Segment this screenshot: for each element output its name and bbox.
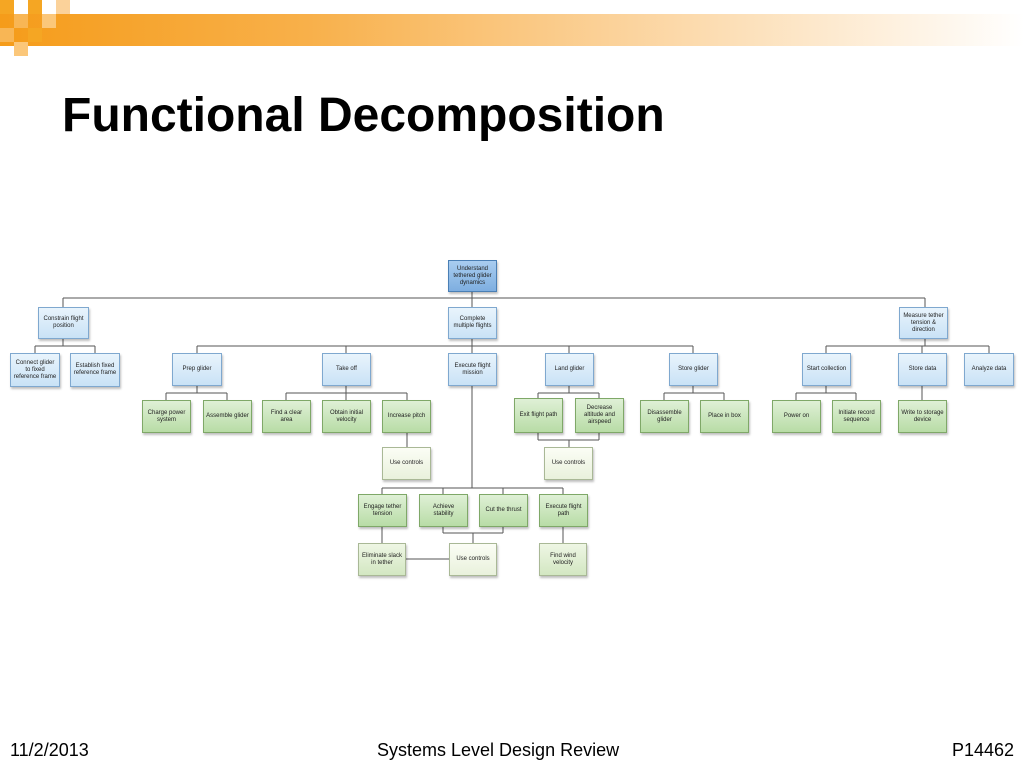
logo-square (28, 0, 42, 14)
logo-square (28, 28, 42, 42)
node-engage: Engage tether tension (358, 494, 407, 527)
node-complete: Complete multiple flights (448, 307, 497, 339)
node-constrain: Constrain flight position (38, 307, 89, 339)
connector-lines (34, 292, 990, 560)
footer-title: Systems Level Design Review (377, 740, 620, 760)
node-eliminate: Eliminate slack in tether (358, 543, 406, 576)
node-initiate: Initiate record sequence (832, 400, 881, 433)
node-label: Execute flight path (545, 503, 582, 517)
node-achieve: Achieve stability (419, 494, 468, 527)
node-label: Understand tethered glider dynamics (453, 265, 492, 286)
node-usectl2: Use controls (544, 447, 593, 480)
node-label: Start collection (806, 366, 847, 372)
node-writestorage: Write to storage device (898, 400, 947, 433)
logo-square (42, 14, 56, 28)
node-label: Find wind velocity (550, 552, 576, 566)
node-establish: Establish fixed reference frame (70, 353, 120, 387)
node-disassemble: Disassemble glider (640, 400, 689, 433)
node-label: Use controls (389, 460, 424, 466)
node-label: Prep glider (182, 366, 212, 372)
node-label: Store data (908, 366, 937, 372)
node-obtain: Obtain initial velocity (322, 400, 371, 433)
node-label: Measure tether tension & direction (903, 312, 944, 333)
node-label: Eliminate slack in tether (361, 552, 402, 566)
node-label: Decrease altitude and airspeed (583, 405, 616, 425)
node-assemble: Assemble glider (203, 400, 252, 433)
node-label: Write to storage device (901, 409, 944, 423)
node-findwind: Find wind velocity (539, 543, 587, 576)
logo-square (0, 28, 14, 42)
node-root: Understand tethered glider dynamics (448, 260, 497, 292)
footer-date: 11/2/2013 (10, 740, 89, 760)
node-label: Exit flight path (519, 412, 558, 418)
node-analyze: Analyze data (964, 353, 1014, 386)
node-decrease: Decrease altitude and airspeed (575, 398, 624, 433)
logo-square (14, 14, 28, 28)
node-label: Assemble glider (206, 413, 249, 419)
node-label: Initiate record sequence (838, 409, 875, 423)
node-label: Power on (783, 413, 810, 419)
node-label: Achieve stability (432, 503, 455, 517)
node-storedata: Store data (898, 353, 947, 386)
node-execpath: Execute flight path (539, 494, 588, 527)
logo-square (56, 0, 70, 14)
node-label: Obtain initial velocity (329, 409, 364, 423)
node-execute: Execute flight mission (448, 353, 497, 386)
node-exitpath: Exit flight path (514, 398, 563, 433)
node-label: Land glider (554, 366, 585, 372)
node-label: Establish fixed reference frame (73, 363, 117, 376)
header-band (0, 14, 1024, 46)
node-label: Place in box (708, 413, 741, 419)
footer-project-code: P14462 (951, 740, 1014, 760)
node-charge: Charge power system (142, 400, 191, 433)
logo-square (0, 0, 14, 14)
node-connect: Connect glider to fixed reference frame (10, 353, 60, 387)
node-label: Analyze data (971, 366, 1007, 372)
node-placebox: Place in box (700, 400, 749, 433)
node-label: Take off (336, 366, 357, 372)
node-label: Cut the thrust (485, 507, 522, 513)
node-poweron: Power on (772, 400, 821, 433)
node-label: Complete multiple flights (453, 316, 492, 329)
node-land: Land glider (545, 353, 594, 386)
node-label: Disassemble glider (647, 409, 682, 423)
node-startcol: Start collection (802, 353, 851, 386)
node-label: Constrain flight position (43, 316, 84, 329)
logo-square (14, 42, 28, 56)
node-usectl1: Use controls (382, 447, 431, 480)
node-label: Execute flight mission (454, 362, 491, 376)
node-usectl3: Use controls (449, 543, 497, 576)
node-label: Charge power system (147, 409, 186, 423)
node-takeoff: Take off (322, 353, 371, 386)
node-label: Engage tether tension (363, 503, 402, 517)
node-label: Store glider (678, 366, 709, 372)
slide-title: Functional Decomposition (62, 89, 665, 142)
node-findarea: Find a clear area (262, 400, 311, 433)
node-label: Use controls (551, 460, 586, 466)
node-label: Use controls (456, 556, 490, 562)
node-store: Store glider (669, 353, 718, 386)
node-measure: Measure tether tension & direction (899, 307, 948, 339)
node-prep: Prep glider (172, 353, 222, 386)
node-cut: Cut the thrust (479, 494, 528, 527)
node-label: Connect glider to fixed reference frame (13, 359, 57, 380)
node-label: Increase pitch (387, 413, 426, 419)
node-increase: Increase pitch (382, 400, 431, 433)
node-label: Find a clear area (270, 409, 303, 423)
